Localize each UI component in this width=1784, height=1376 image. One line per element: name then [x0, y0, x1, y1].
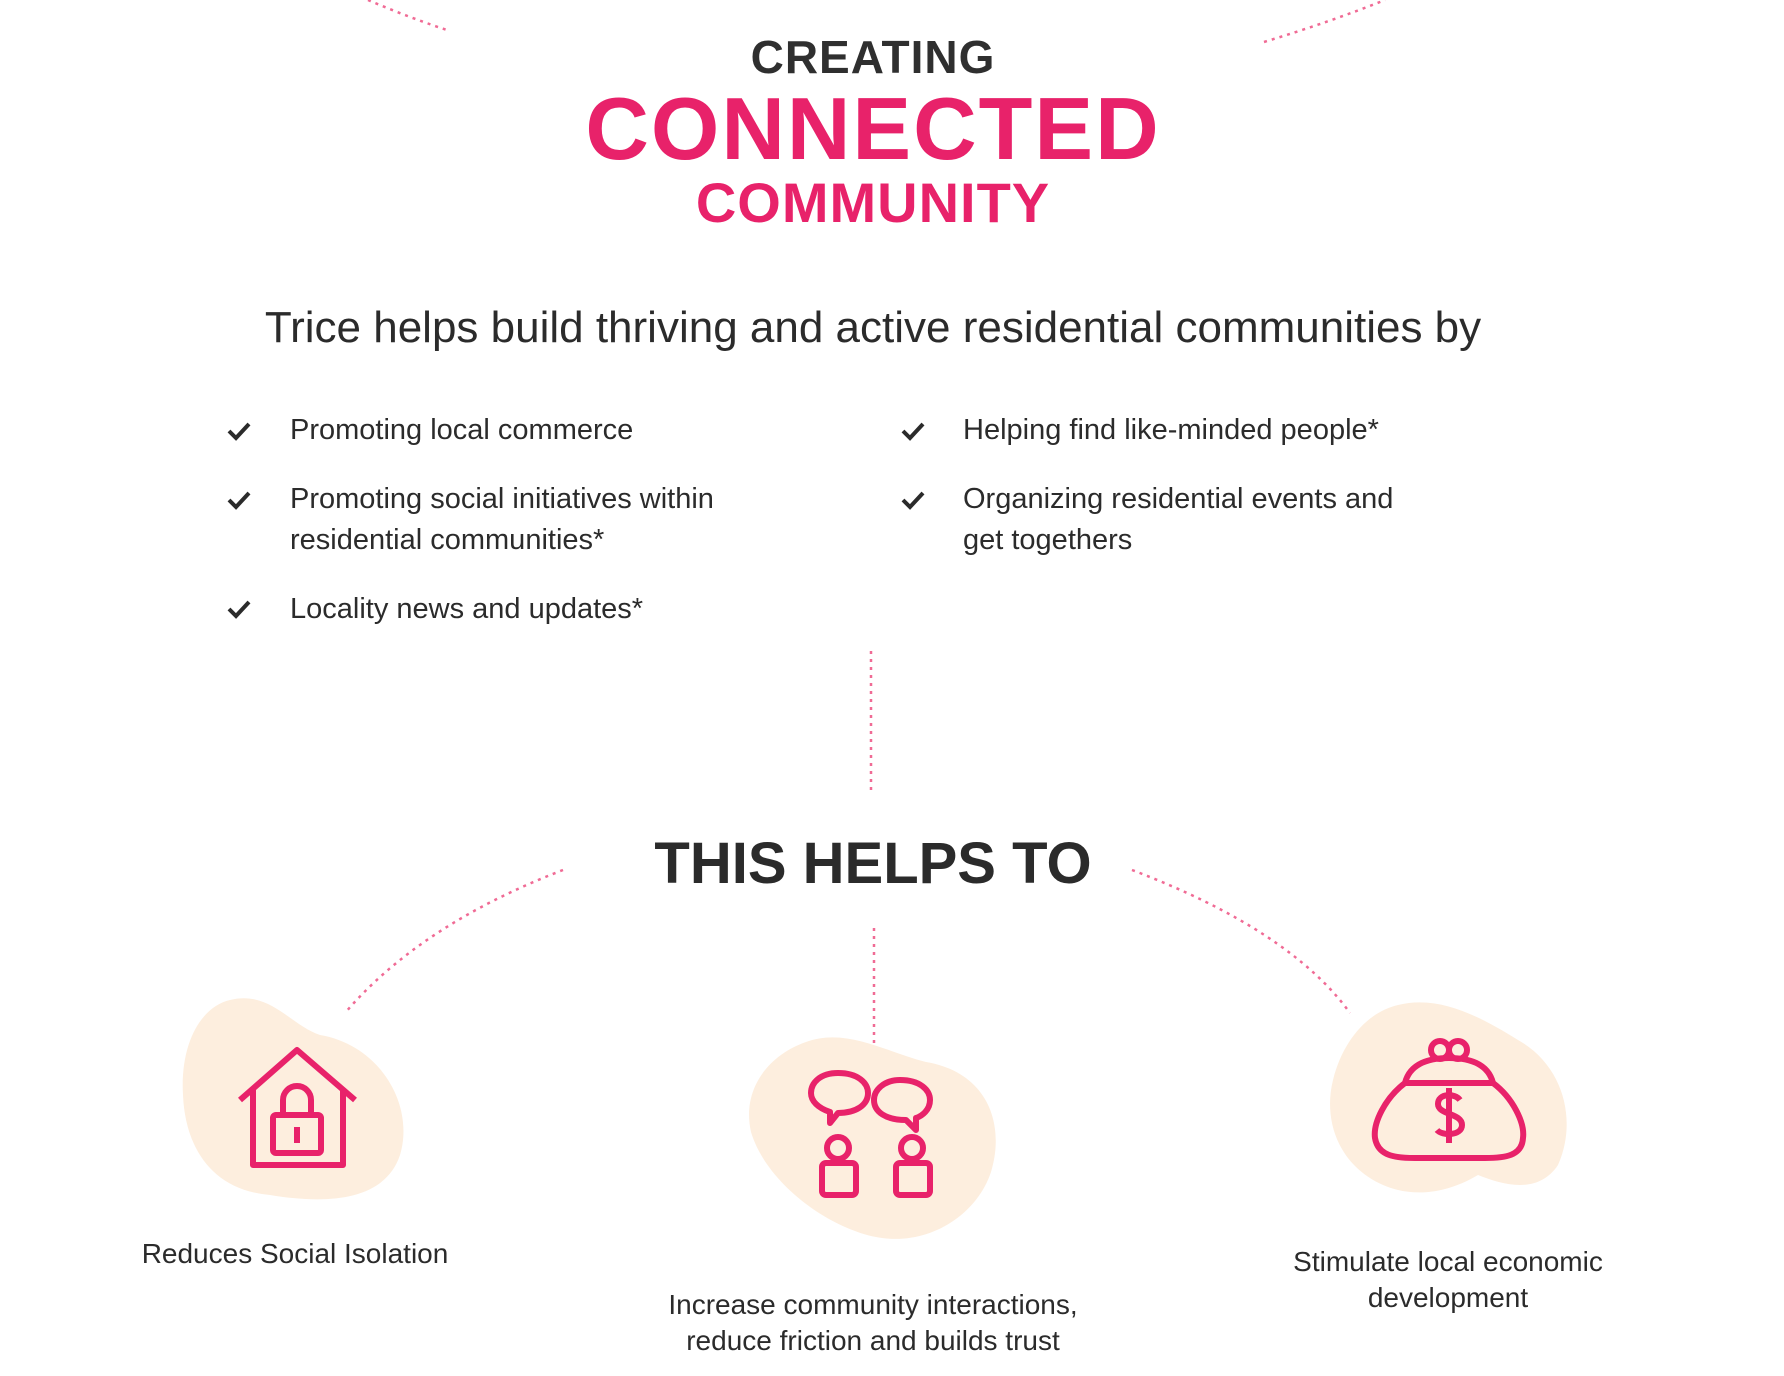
- check-icon: [227, 600, 251, 619]
- house-lock-icon: [238, 1047, 357, 1168]
- benefit-caption: Increase community interactions,reduce f…: [668, 1289, 1078, 1356]
- feature-item: Helping find like-minded people*: [963, 414, 1379, 446]
- blob-background: [182, 998, 404, 1200]
- dotted-line-right-arc: [1131, 868, 1352, 1014]
- subtitle: Trice helps build thriving and active re…: [264, 303, 1482, 352]
- feature-item: Promoting local commerce: [290, 414, 634, 446]
- dotted-line-top-right: [1263, 0, 1386, 44]
- money-purse-icon: [1371, 1038, 1527, 1161]
- heading-creating: CREATING: [750, 31, 996, 83]
- dotted-line-top-left: [367, 0, 451, 33]
- dotted-line-left-arc: [344, 868, 564, 1014]
- heading-connected: CONNECTED: [585, 79, 1161, 178]
- feature-item: Locality news and updates*: [290, 593, 644, 625]
- check-icon: [227, 422, 251, 441]
- check-icon: [901, 491, 925, 510]
- heading-community: COMMUNITY: [695, 171, 1051, 234]
- benefits-heading: THIS HELPS TO: [654, 831, 1092, 896]
- people-chat-icon: [808, 1070, 933, 1198]
- check-icon: [901, 422, 925, 441]
- benefit-caption: Reduces Social Isolation: [141, 1238, 449, 1269]
- check-icon: [227, 491, 251, 510]
